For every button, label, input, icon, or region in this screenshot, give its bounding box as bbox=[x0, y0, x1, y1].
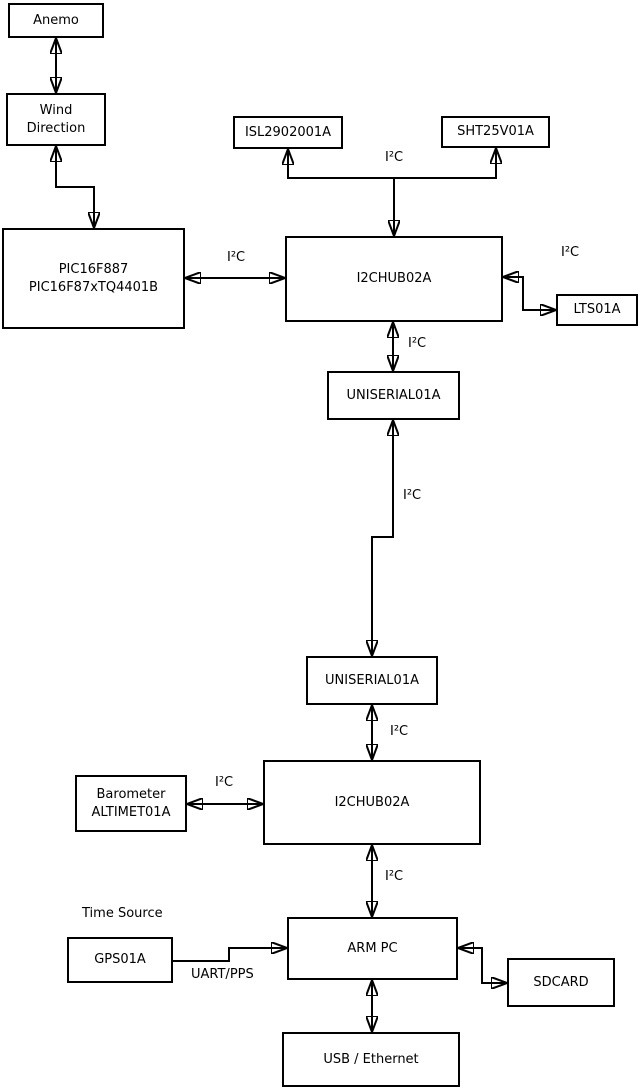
edge-hub1-lts bbox=[503, 277, 556, 310]
node-wind-direction-label: Wind Direction bbox=[26, 102, 86, 136]
edge-armpc-sdcard bbox=[458, 948, 507, 983]
edge-label-i2c-hub1-serial: I²C bbox=[408, 336, 427, 351]
node-wind-direction: Wind Direction bbox=[6, 93, 106, 146]
node-isl-sensor: ISL2902001A bbox=[233, 116, 343, 149]
node-lts-sensor: LTS01A bbox=[556, 294, 638, 326]
node-i2c-hub-lower: I2CHUB02A bbox=[263, 760, 481, 845]
node-arm-pc: ARM PC bbox=[287, 917, 458, 980]
node-gps: GPS01A bbox=[67, 937, 173, 983]
node-i2c-hub-upper-label: I2CHUB02A bbox=[356, 271, 432, 287]
node-sdcard-label: SDCARD bbox=[533, 974, 589, 990]
node-uniserial-lower-label: UNISERIAL01A bbox=[325, 672, 419, 688]
edge-isl-sht-bus bbox=[288, 148, 496, 179]
node-barometer: Barometer ALTIMET01A bbox=[75, 775, 187, 832]
node-uniserial-upper: UNISERIAL01A bbox=[327, 371, 460, 420]
edge-label-i2c-serial-hub2: I²C bbox=[390, 724, 409, 739]
node-usb-ethernet: USB / Ethernet bbox=[282, 1032, 460, 1087]
edge-wind-pic bbox=[56, 146, 94, 228]
node-i2c-hub-lower-label: I2CHUB02A bbox=[334, 794, 410, 810]
edge-gps-armpc bbox=[173, 948, 287, 962]
edge-label-i2c-barometer-bus: I²C bbox=[215, 775, 234, 790]
node-anemo: Anemo bbox=[8, 3, 104, 38]
edge-label-i2c-sensor-bus: I²C bbox=[385, 150, 404, 165]
node-sht-sensor: SHT25V01A bbox=[441, 116, 550, 148]
edge-label-time-source: Time Source bbox=[82, 906, 163, 921]
node-lts-sensor-label: LTS01A bbox=[573, 302, 621, 318]
edge-label-i2c-hub2-arm: I²C bbox=[385, 869, 404, 884]
node-uniserial-upper-label: UNISERIAL01A bbox=[346, 387, 441, 403]
node-gps-label: GPS01A bbox=[94, 952, 146, 968]
node-sht-sensor-label: SHT25V01A bbox=[457, 124, 534, 140]
edge-label-i2c-pic-bus: I²C bbox=[227, 250, 246, 265]
node-usb-ethernet-label: USB / Ethernet bbox=[323, 1051, 419, 1067]
node-pic-microcontroller: PIC16F887 PIC16F87xTQ4401B bbox=[2, 228, 185, 329]
node-barometer-label: Barometer ALTIMET01A bbox=[91, 786, 171, 820]
edge-label-i2c-serial-link: I²C bbox=[403, 488, 422, 503]
edge-label-i2c-lts-bus: I²C bbox=[561, 245, 580, 260]
edge-label-uart-pps: UART/PPS bbox=[191, 967, 254, 982]
node-isl-sensor-label: ISL2902001A bbox=[244, 124, 332, 140]
node-sdcard: SDCARD bbox=[507, 958, 615, 1007]
edge-uniserial1-uniserial2 bbox=[372, 420, 393, 656]
node-anemo-label: Anemo bbox=[33, 12, 79, 28]
node-i2c-hub-upper: I2CHUB02A bbox=[285, 236, 503, 322]
node-pic-microcontroller-label: PIC16F887 PIC16F87xTQ4401B bbox=[28, 261, 159, 295]
node-arm-pc-label: ARM PC bbox=[347, 940, 398, 956]
node-uniserial-lower: UNISERIAL01A bbox=[306, 656, 438, 705]
